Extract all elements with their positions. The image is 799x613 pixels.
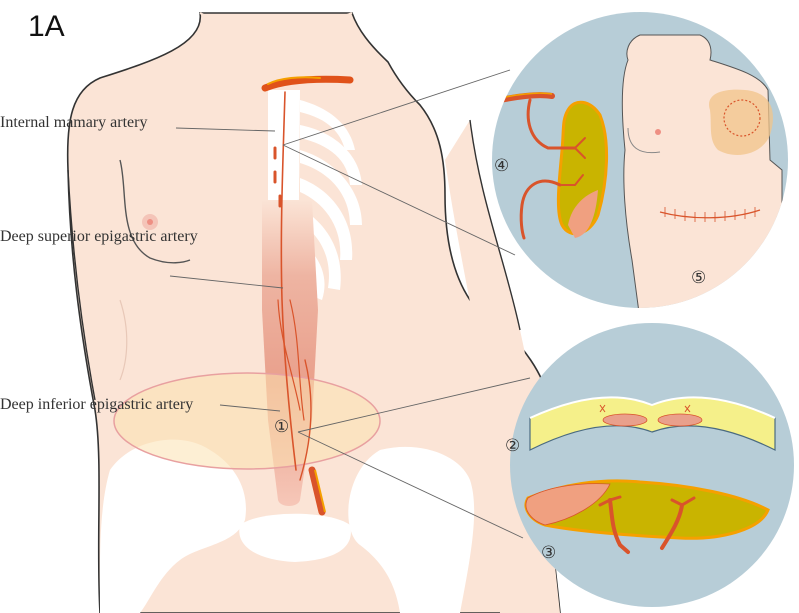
cross-section-perforators: [599, 404, 691, 413]
epigastric-branch-2: [277, 299, 301, 411]
step-marker-1: ①: [274, 417, 290, 437]
left-arm-outline: [67, 169, 96, 401]
pelvis: [99, 439, 475, 613]
inset-bottom-background: [510, 323, 794, 607]
rib-2: [300, 125, 362, 185]
flap-zone: [113, 372, 381, 470]
harvested-pedicle-right-branch: [670, 496, 696, 507]
iliac-crest-left: [99, 439, 246, 613]
cross-section-skin-line: [529, 396, 776, 419]
step-marker-5: ⑤: [691, 268, 707, 288]
rib-4: [300, 178, 353, 260]
subclavian-artery: [261, 75, 354, 92]
anastomosis-upper: [526, 98, 577, 150]
label-deep-superior-epigastric-artery: Deep superior epigastric artery: [0, 228, 198, 245]
anastomosis-upper-branch: [574, 137, 586, 159]
step-marker-2: ②: [505, 436, 521, 456]
result-abdominal-scar: [659, 209, 761, 219]
left-areola: [147, 219, 153, 225]
transfer-flap-skin: [568, 190, 598, 238]
figure-label: 1A: [28, 10, 65, 43]
iliac-crest-right: [348, 446, 475, 613]
result-left-nipple: [655, 129, 661, 135]
harvested-pedicle-left: [608, 498, 630, 554]
rib-3: [300, 150, 362, 225]
epigastric-branch-1: [289, 299, 305, 421]
harvested-pedicle-right: [660, 503, 684, 550]
external-iliac-highlight: [314, 469, 326, 513]
perforator-marks: [273, 146, 282, 208]
cross-section-rectus-right: [657, 413, 703, 427]
right-arm-outline: [469, 119, 521, 331]
waist-left: [119, 299, 128, 381]
leader-deep-inferior: [219, 404, 281, 412]
inset-flap-transfer: [492, 12, 788, 308]
pedicle-lower: [519, 179, 562, 240]
left-breast: [119, 159, 191, 264]
pedicle-lower-branch: [559, 174, 584, 186]
pubis: [239, 513, 351, 562]
callout-bottom-upper: [297, 377, 531, 433]
subclavian-highlight: [267, 76, 321, 85]
inferior-epigastric-artery: [299, 359, 312, 481]
artery-network: [261, 75, 354, 481]
callout-top-upper: [282, 69, 511, 146]
callout-bottom-lower: [297, 431, 524, 539]
result-left-breast: [627, 127, 661, 154]
inset-flap-harvest: [510, 323, 794, 607]
leader-lines: [169, 69, 531, 539]
result-scar-stitches: [664, 207, 756, 222]
label-deep-inferior-epigastric-artery: Deep inferior epigastric artery: [0, 396, 194, 413]
neck: [199, 12, 353, 27]
step-marker-3: ③: [541, 543, 557, 563]
harvested-pedicle-left-branch: [598, 495, 622, 507]
rib-1: [300, 100, 355, 150]
internal-mammary-artery: [280, 91, 297, 471]
label-internal-mammary-artery: Internal mamary artery: [0, 114, 148, 131]
callout-top-lower: [282, 144, 516, 256]
result-right-breast-graft: [709, 89, 773, 155]
result-breast-suture: [723, 99, 761, 137]
external-iliac-artery: [308, 466, 326, 516]
leader-deep-superior: [169, 275, 284, 289]
leader-internal-mammary: [175, 127, 276, 132]
harvested-flap-skin: [525, 483, 611, 526]
step-marker-4: ④: [494, 156, 510, 176]
cross-section-rectus-left: [602, 413, 648, 427]
